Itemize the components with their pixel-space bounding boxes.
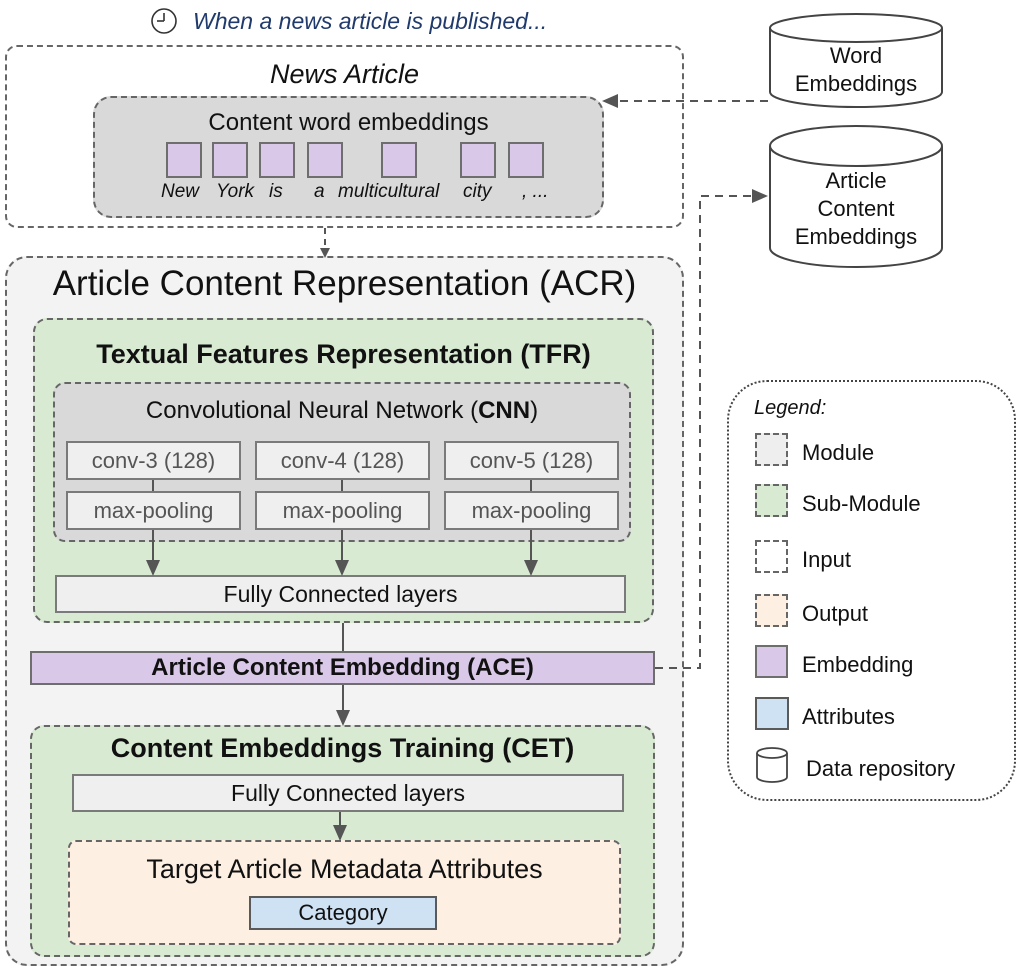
news-article-title: News Article xyxy=(269,58,420,89)
word-label: , ... xyxy=(522,181,549,202)
database-icon xyxy=(755,746,789,784)
target-attributes-output xyxy=(68,840,621,945)
word-embeddings-label: Word Embeddings xyxy=(794,43,918,96)
cnn-title-prefix: Convolutional Neural Network ( xyxy=(145,397,479,424)
legend-title: Legend: xyxy=(754,397,827,419)
legend-submodule-label: Sub-Module xyxy=(802,491,921,516)
article-content-embeddings-label: Article Content Embeddings xyxy=(794,168,918,249)
word-embedding-york xyxy=(212,142,248,178)
header-caption: When a news article is published... xyxy=(193,8,548,34)
legend-input-label: Input xyxy=(802,547,851,572)
cet-fully-connected-layers: Fully Connected layers xyxy=(72,774,624,812)
conv-5-layer: conv-5 (128) xyxy=(444,441,619,480)
legend-attributes-label: Attributes xyxy=(802,704,895,729)
target-attributes-title: Target Article Metadata Attributes xyxy=(146,853,543,884)
legend-input-swatch xyxy=(755,540,788,573)
legend-module-swatch xyxy=(755,433,788,466)
word-embedding-a xyxy=(307,142,343,178)
cet-title: Content Embeddings Training (CET) xyxy=(110,732,575,763)
legend-attributes-swatch xyxy=(755,697,789,730)
max-pooling-5: max-pooling xyxy=(444,491,619,530)
cnn-title: Convolutional Neural Network (CNN) xyxy=(53,395,631,427)
word-label: is xyxy=(269,181,283,202)
clock-icon xyxy=(150,7,178,35)
max-pooling-4: max-pooling xyxy=(255,491,430,530)
article-content-embeddings-repository xyxy=(768,124,944,270)
cnn-title-suffix: ) xyxy=(530,397,539,424)
content-word-embeddings-title: Content word embeddings xyxy=(208,109,489,136)
acr-title: Article Content Representation (ACR) xyxy=(52,264,637,303)
word-embedding-city xyxy=(460,142,496,178)
legend-data-repository-label: Data repository xyxy=(806,756,956,781)
word-embedding-is xyxy=(259,142,295,178)
conv-4-layer: conv-4 (128) xyxy=(255,441,430,480)
legend-submodule-swatch xyxy=(755,484,788,517)
category-attribute: Category xyxy=(249,896,437,930)
tfr-fully-connected-layers: Fully Connected layers xyxy=(55,575,626,613)
legend-embedding-label: Embedding xyxy=(802,652,914,677)
word-embedding-more xyxy=(508,142,544,178)
legend-module-label: Module xyxy=(802,440,875,465)
conv-3-layer: conv-3 (128) xyxy=(66,441,241,480)
tfr-title: Textual Features Representation (TFR) xyxy=(96,338,591,369)
word-embedding-multicultural xyxy=(381,142,417,178)
legend-embedding-swatch xyxy=(755,645,788,678)
word-label: city xyxy=(463,181,492,202)
ace-embedding: Article Content Embedding (ACE) xyxy=(30,651,655,685)
cnn-title-bold: CNN xyxy=(478,397,531,424)
word-label: York xyxy=(216,181,255,202)
max-pooling-3: max-pooling xyxy=(66,491,241,530)
word-embedding-new xyxy=(166,142,202,178)
word-label: multicultural xyxy=(338,181,440,202)
legend-output-swatch xyxy=(755,594,788,627)
word-embeddings-repository xyxy=(768,12,944,110)
word-label: New xyxy=(161,181,200,202)
legend-output-label: Output xyxy=(802,601,869,626)
word-label: a xyxy=(314,181,325,202)
